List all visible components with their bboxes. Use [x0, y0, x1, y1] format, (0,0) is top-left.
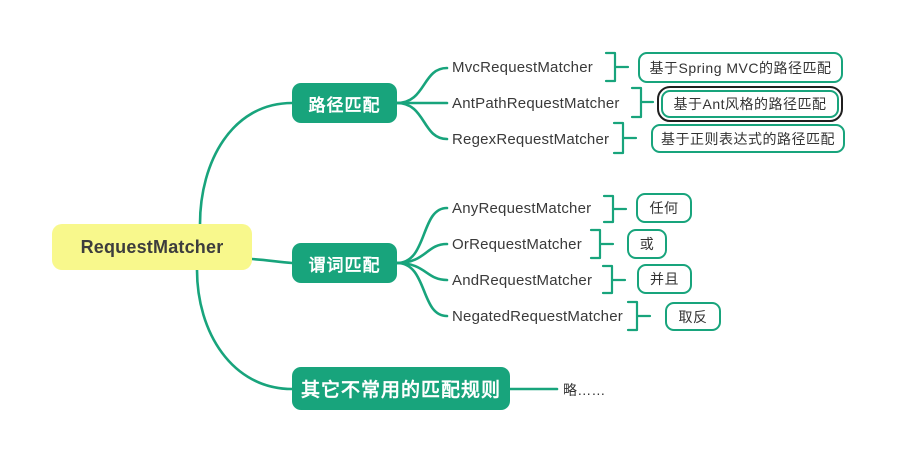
leaf-any[interactable]: 任何 [636, 193, 692, 223]
leaf-regex-path-matching[interactable]: 基于正则表达式的路径匹配 [651, 124, 845, 153]
edge-path-to-regex [395, 101, 449, 141]
edge-root-to-other-rules [195, 268, 294, 391]
edge-root-to-path-matching [198, 101, 294, 226]
leaf-ant-style-path-matching[interactable]: 基于Ant风格的路径匹配 [657, 86, 843, 122]
subtopic-antpath-request-matcher[interactable]: AntPathRequestMatcher [452, 94, 620, 112]
subtopic-or-request-matcher[interactable]: OrRequestMatcher [452, 235, 582, 253]
leaf-negate[interactable]: 取反 [665, 302, 721, 331]
leaf-omitted[interactable]: 略…… [563, 382, 606, 398]
subtopic-any-request-matcher[interactable]: AnyRequestMatcher [452, 199, 592, 217]
leaf-or[interactable]: 或 [627, 229, 667, 259]
subtopic-and-request-matcher[interactable]: AndRequestMatcher [452, 271, 593, 289]
subtopic-mvc-request-matcher[interactable]: MvcRequestMatcher [452, 58, 593, 76]
edge-path-to-mvc [395, 66, 449, 105]
root-node-requestmatcher[interactable]: RequestMatcher [52, 224, 252, 270]
bracket-icon-regex [612, 121, 638, 155]
bracket-icon-or [589, 228, 615, 260]
subtopic-regex-request-matcher[interactable]: RegexRequestMatcher [452, 130, 610, 148]
bracket-icon-antpath [630, 86, 655, 119]
branch-node-other-rules[interactable]: 其它不常用的匹配规则 [292, 367, 510, 410]
subtopic-negated-request-matcher[interactable]: NegatedRequestMatcher [452, 307, 623, 325]
branch-node-path-matching[interactable]: 路径匹配 [292, 83, 397, 123]
edge-predicate-to-or [395, 242, 449, 265]
leaf-and[interactable]: 并且 [637, 264, 692, 294]
bracket-icon-any [602, 194, 628, 224]
bracket-icon-and [601, 264, 627, 295]
leaf-spring-mvc-path-matching[interactable]: 基于Spring MVC的路径匹配 [638, 52, 843, 83]
bracket-icon-negated [626, 300, 652, 332]
branch-node-predicate-matching[interactable]: 谓词匹配 [292, 243, 397, 283]
edge-predicate-to-negated [395, 261, 449, 318]
edge-root-to-predicate-matching [250, 257, 294, 265]
bracket-icon-mvc [604, 51, 630, 83]
